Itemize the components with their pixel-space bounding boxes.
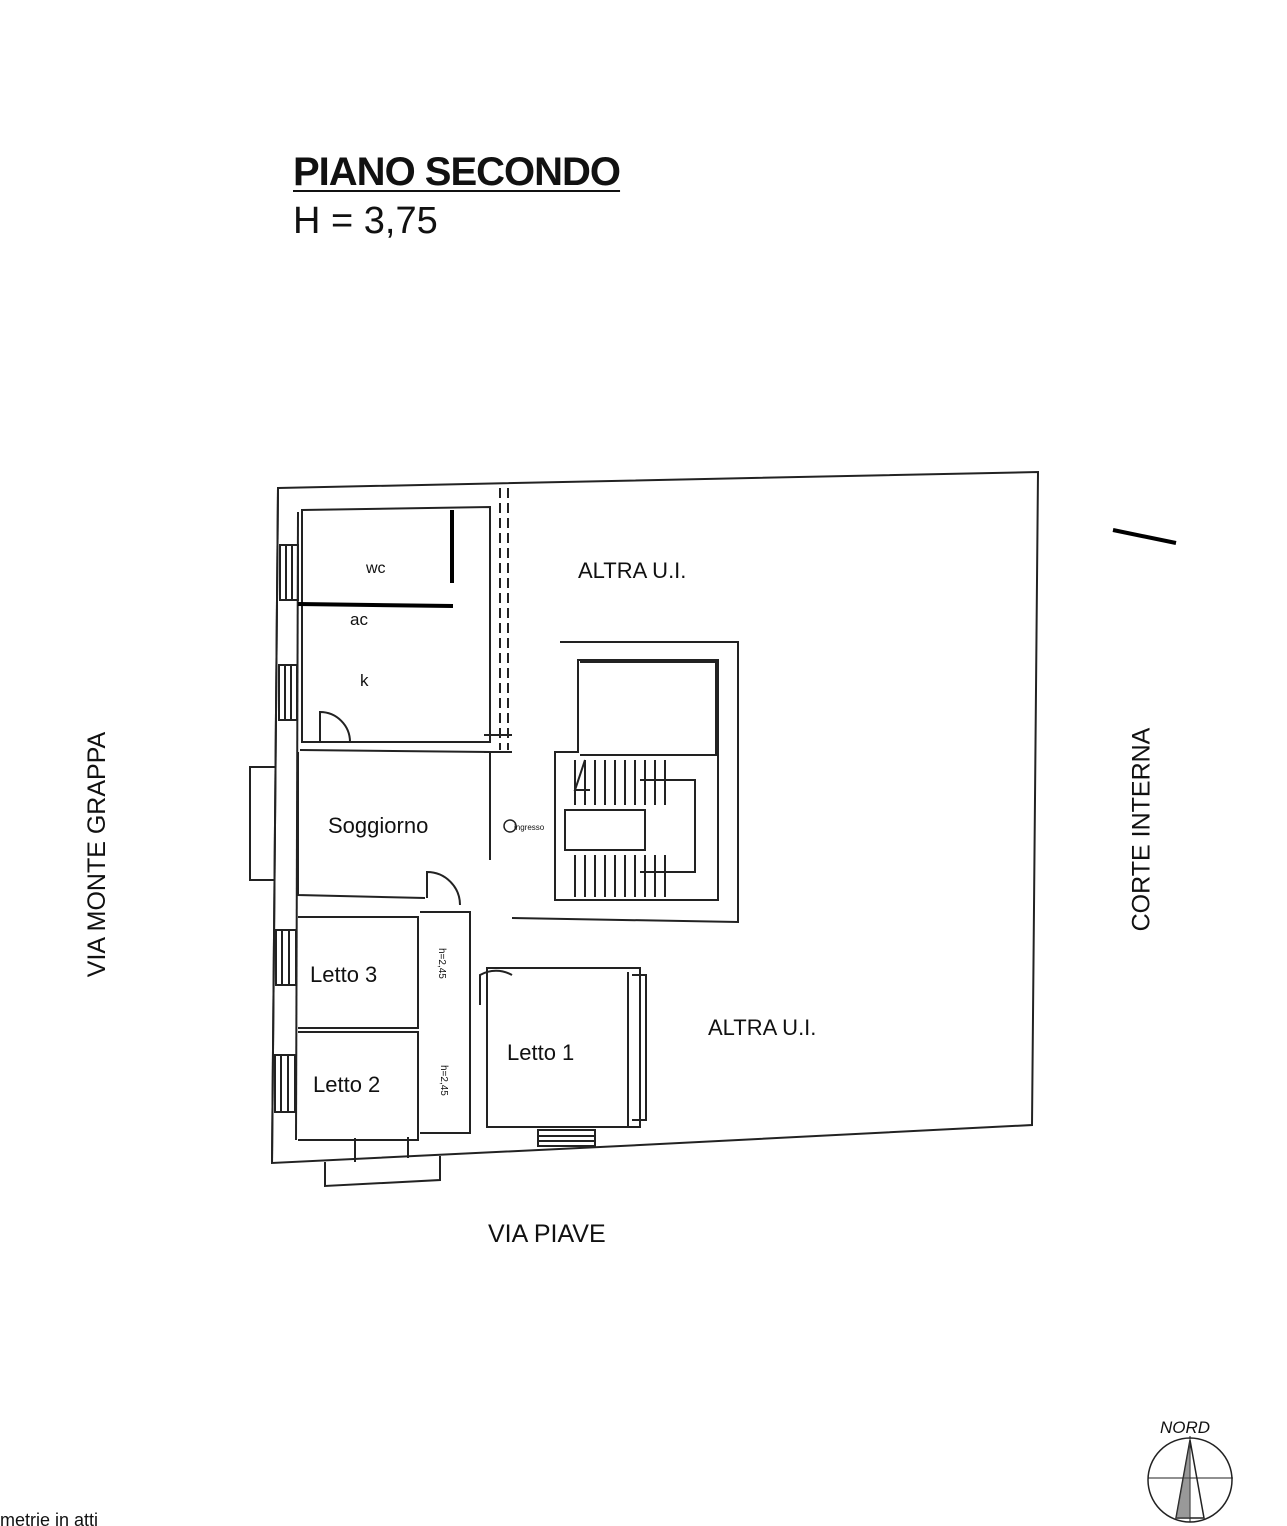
apartment-wall [301,505,491,743]
label-ingresso: ingresso [514,823,545,832]
stair-arrow [573,759,590,791]
room-label-letto2: Letto 2 [313,1072,380,1097]
stair-landing [564,809,646,851]
plan-title: PIANO SECONDO [293,150,621,194]
window-letto3 [275,929,297,986]
room-label-wc: wc [365,560,386,577]
room-label-soggiorno: Soggiorno [328,813,428,838]
door-kitchen [319,710,351,743]
window-k [278,664,298,721]
window-letto2 [274,1054,296,1113]
door-entrance [484,734,512,753]
room-label-letto3: Letto 3 [310,962,377,987]
wall-bottom-bump [324,1156,441,1188]
street-label-bottom: VIA PIAVE [488,1220,606,1248]
mark-slash [1112,528,1177,545]
wall-wc-horizontal [297,602,454,608]
wall-outer-left [271,487,279,1164]
wall-letto3 [298,916,419,1029]
stair-rail [640,779,696,873]
room-label-altra-bottom: ALTRA U.I. [708,1015,816,1040]
window-wc [279,544,299,601]
wall-balcony [249,766,275,881]
wall-kitchen-bottom [299,749,491,753]
room-label-letto1: Letto 1 [507,1040,574,1065]
wall-inner-left [295,511,299,1141]
footer-note: imetrie in atti [0,1510,98,1526]
room-label-k: k [360,671,369,690]
door-soggiorno [426,870,461,906]
stairwell-outer [511,641,739,924]
wall-letto1 [486,967,641,1128]
wall-bottom-notch [354,1137,409,1162]
stair-treads [574,760,666,897]
window-letto1-side [632,974,647,1121]
door-letto1 [479,969,513,1005]
floor-height: H = 3,75 [293,200,438,242]
window-letto1 [537,1129,596,1147]
stairwell-inner [554,659,719,901]
lift-shaft [580,661,717,756]
room-label-altra-top: ALTRA U.I. [578,558,686,583]
entrance-marker [503,819,517,833]
hallway-height-1: h=2,45 [436,948,447,979]
wall-hallway [420,911,471,1134]
hallway-height-2: h=2,45 [438,1065,449,1096]
wall-letto2 [298,1031,419,1141]
compass-label: NORD [1160,1418,1210,1437]
room-label-ac: ac [350,610,368,629]
compass: NORD [1147,1418,1233,1523]
